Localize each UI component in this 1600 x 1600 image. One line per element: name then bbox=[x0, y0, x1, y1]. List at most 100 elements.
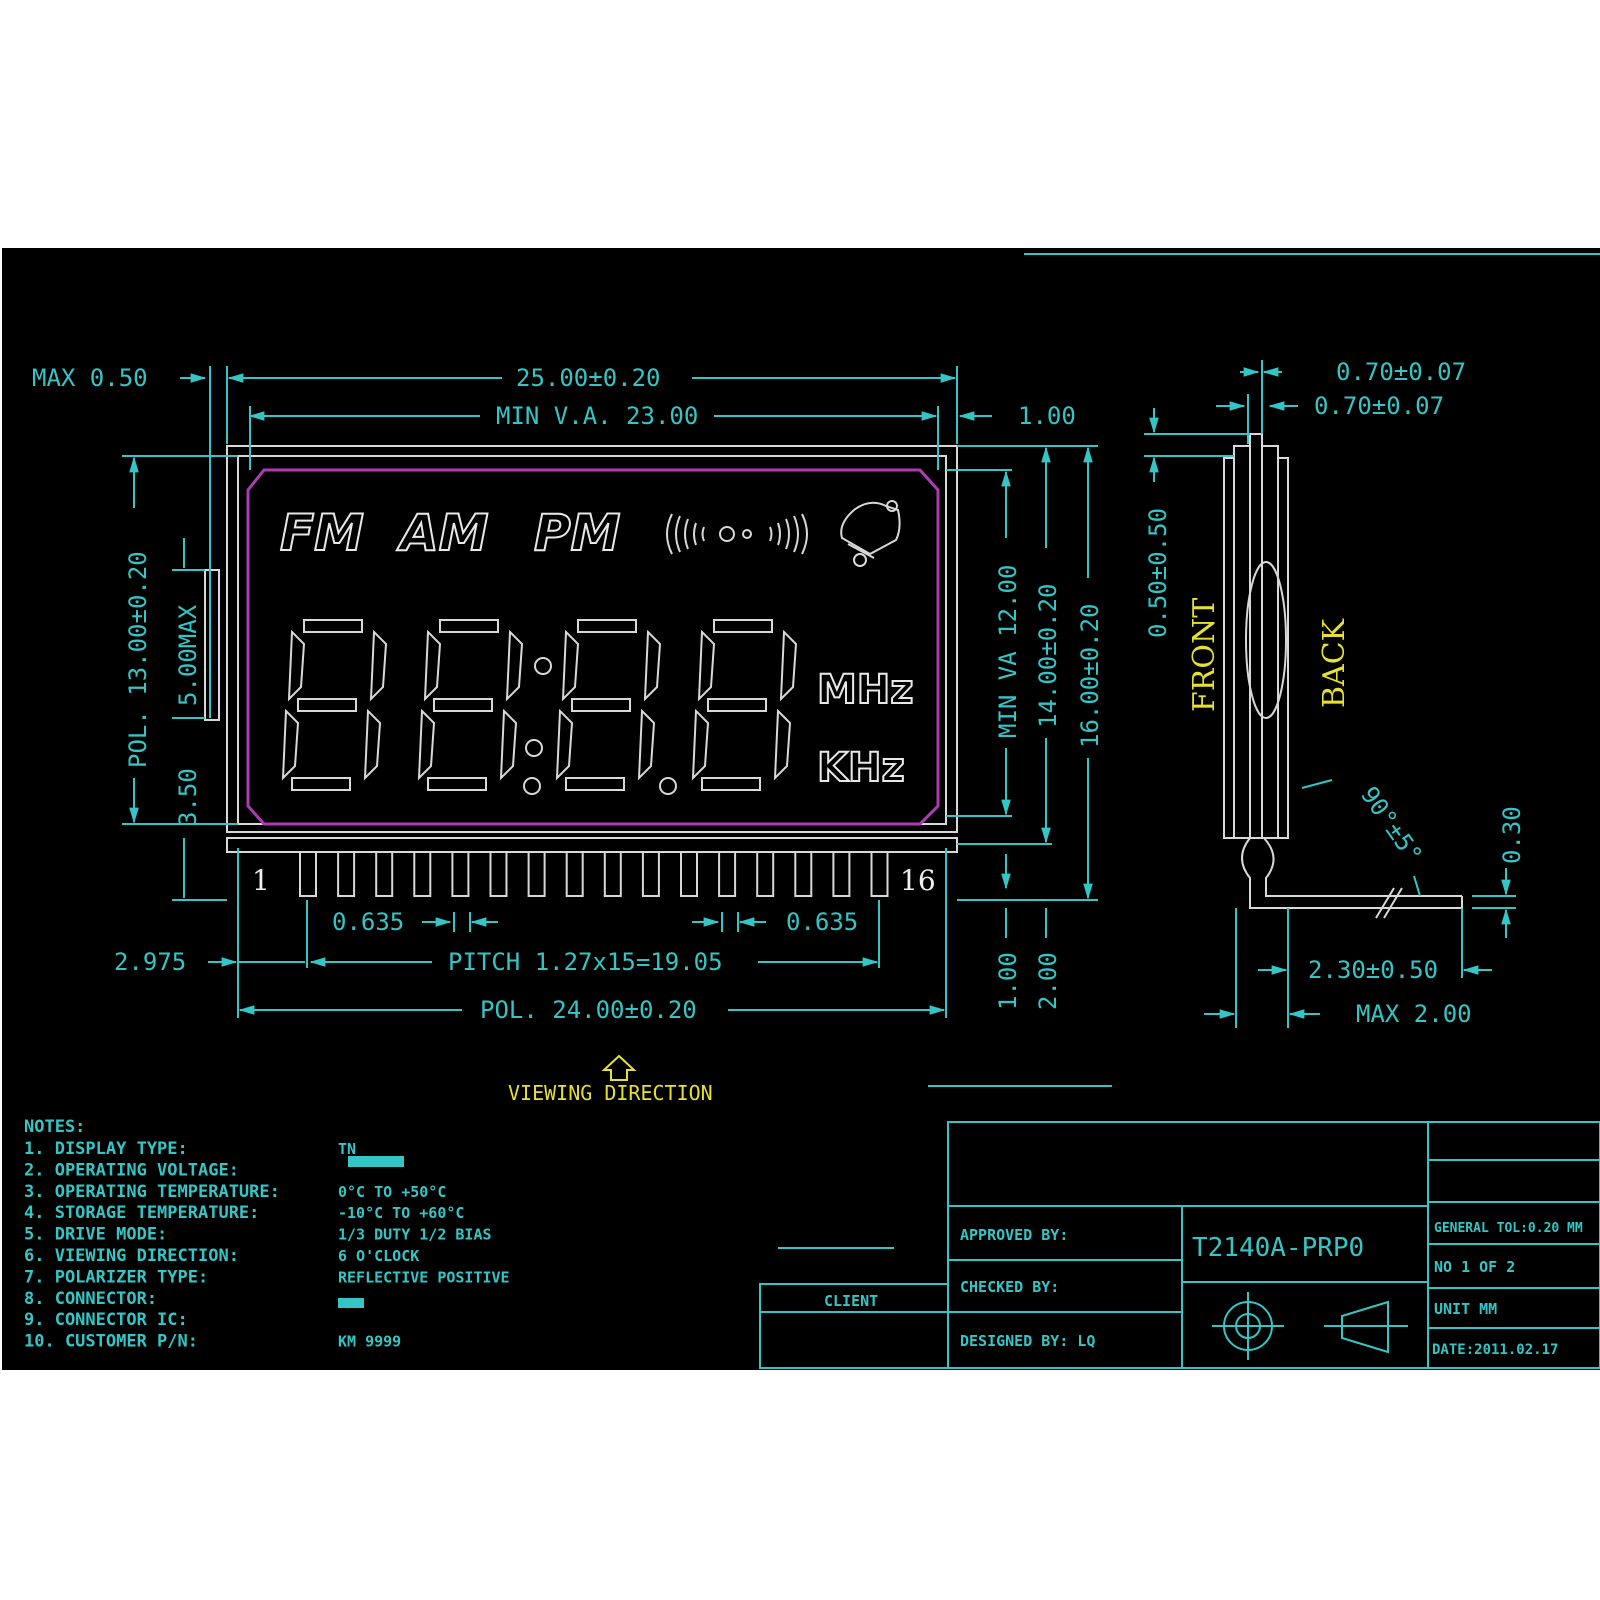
voltage-value-bar bbox=[348, 1156, 404, 1167]
pin-row bbox=[299, 851, 889, 897]
note-value: TN bbox=[338, 1140, 356, 1158]
side-seal bbox=[1245, 561, 1287, 719]
front-glass bbox=[1233, 445, 1251, 839]
dim-100: 1.00 bbox=[1018, 402, 1076, 430]
viewing-direction-label: VIEWING DIRECTION bbox=[508, 1081, 713, 1105]
glass-outline bbox=[226, 445, 958, 833]
label-front: FRONT bbox=[1187, 598, 1222, 712]
digit-4-h-segment bbox=[713, 619, 773, 633]
note-value: 6 O'CLOCK bbox=[338, 1247, 419, 1265]
dim-thickness: 0.30 bbox=[1498, 806, 1526, 864]
digit-2-v-segment bbox=[505, 629, 524, 702]
title-block: CLIENT APPROVED BY: CHECKED BY: DESIGNED… bbox=[759, 1121, 1600, 1369]
pin-label-first: 1 bbox=[252, 864, 270, 897]
digit-1-v-segment bbox=[363, 708, 382, 781]
viewing-area bbox=[246, 468, 940, 826]
pin bbox=[337, 851, 356, 897]
dim-offset-2975: 2.975 bbox=[114, 948, 186, 976]
dim-max-500: 5.00MAX bbox=[174, 604, 202, 706]
pin bbox=[680, 851, 698, 897]
digit-4-v-segment bbox=[773, 708, 792, 781]
pin bbox=[413, 851, 432, 897]
digit-2-v-segment bbox=[423, 629, 442, 702]
dim-glass-2: 0.70±0.07 bbox=[1314, 392, 1444, 420]
indicator-am: AM bbox=[396, 504, 488, 562]
digit-2-v-segment bbox=[417, 708, 436, 781]
digit-3-h-segment bbox=[577, 619, 637, 633]
dim-pol-width: POL. 24.00±0.20 bbox=[480, 996, 697, 1024]
digit-1-h-segment bbox=[303, 619, 363, 633]
note-label: 9. CONNECTOR IC: bbox=[24, 1310, 188, 1330]
pin bbox=[565, 851, 584, 897]
digit-1-v-segment bbox=[369, 629, 388, 702]
part-number: T2140A-PRP0 bbox=[1192, 1233, 1364, 1263]
pin bbox=[527, 851, 546, 897]
digit-4-v-segment bbox=[697, 629, 716, 702]
decimal-dot-1 bbox=[523, 777, 541, 795]
digit-4-h-segment bbox=[701, 777, 761, 791]
label-back: BACK bbox=[1317, 618, 1352, 708]
front-view: FM AM PM MHz KHz 1 16 bbox=[204, 445, 958, 897]
digit-2-v-segment bbox=[499, 708, 518, 781]
note-value: 0°C TO +50°C bbox=[338, 1183, 446, 1201]
pin bbox=[489, 851, 508, 897]
pin bbox=[794, 851, 813, 897]
dim-angle: 90°±5° bbox=[1355, 781, 1428, 868]
client-label: CLIENT bbox=[824, 1292, 878, 1310]
dim-bottom-100: 1.00 bbox=[994, 952, 1022, 1010]
seven-segment-digits bbox=[281, 619, 798, 791]
digit-3-v-segment bbox=[643, 629, 662, 702]
front-dimensions: MAX 0.50 25.00±0.20 MIN V.A. 23.00 1.00 … bbox=[32, 364, 1104, 1105]
note-label: 8. CONNECTOR: bbox=[24, 1289, 157, 1309]
glass-gap bbox=[1249, 433, 1263, 839]
pin bbox=[756, 851, 775, 897]
dim-glass-1: 0.70±0.07 bbox=[1336, 358, 1466, 386]
back-glass bbox=[1261, 445, 1279, 839]
digit-1-v-segment bbox=[281, 708, 300, 781]
dim-pin-width-left: 0.635 bbox=[332, 908, 404, 936]
dim-pin-length: 2.30±0.50 bbox=[1308, 956, 1438, 984]
general-tolerance: GENERAL TOL:0.20 MM bbox=[1434, 1221, 1583, 1236]
digit-1-v-segment bbox=[287, 629, 306, 702]
pin bbox=[718, 851, 737, 897]
note-value: REFLECTIVE POSITIVE bbox=[338, 1268, 510, 1286]
pin bbox=[603, 851, 622, 897]
digit-1-h-segment bbox=[297, 698, 357, 712]
digit-4-v-segment bbox=[779, 629, 798, 702]
note-label: 4. STORAGE TEMPERATURE: bbox=[24, 1203, 259, 1223]
dim-max-050: MAX 0.50 bbox=[32, 364, 148, 392]
note-label: 6. VIEWING DIRECTION: bbox=[24, 1246, 239, 1266]
connector-value-bar bbox=[338, 1298, 364, 1308]
dim-height-1600: 16.00±0.20 bbox=[1076, 604, 1104, 749]
dim-height-1400: 14.00±0.20 bbox=[1034, 584, 1062, 729]
left-tab bbox=[204, 569, 220, 721]
note-label: 1. DISPLAY TYPE: bbox=[24, 1139, 188, 1159]
approved-by-label: APPROVED BY: bbox=[960, 1226, 1068, 1244]
dim-pin-width-right: 0.635 bbox=[786, 908, 858, 936]
note-value: KM 9999 bbox=[338, 1333, 401, 1351]
note-label: 5. DRIVE MODE: bbox=[24, 1225, 167, 1245]
dim-350: 3.50 bbox=[174, 768, 202, 826]
dim-gap: 0.50±0.50 bbox=[1144, 508, 1172, 638]
pin bbox=[641, 851, 660, 897]
viewing-direction-arrow-icon bbox=[601, 1054, 637, 1081]
projection-symbol-icon bbox=[1212, 1292, 1408, 1360]
dim-min-va-width: MIN V.A. 23.00 bbox=[496, 402, 698, 430]
indicator-pm: PM bbox=[534, 504, 620, 562]
note-label: 10. CUSTOMER P/N: bbox=[24, 1332, 198, 1352]
pin bbox=[870, 851, 889, 897]
digit-3-h-segment bbox=[571, 698, 631, 712]
pin-label-last: 16 bbox=[900, 864, 936, 897]
decimal-dot-2 bbox=[659, 777, 677, 795]
digit-3-v-segment bbox=[561, 629, 580, 702]
pin bbox=[299, 851, 317, 897]
colon-dot-top bbox=[534, 657, 552, 675]
unit-khz: KHz bbox=[817, 745, 905, 791]
unit-label: UNIT MM bbox=[1434, 1300, 1497, 1318]
side-view: 0.70±0.07 0.70±0.07 0.50±0.50 FRONT BACK… bbox=[1144, 358, 1526, 1028]
dim-min-va-height: MIN VA 12.00 bbox=[994, 565, 1022, 738]
digit-4-v-segment bbox=[691, 708, 710, 781]
pin bbox=[451, 851, 470, 897]
drawing-sheet: FM AM PM MHz KHz 1 16 bbox=[2, 248, 1600, 1370]
pin-strip bbox=[226, 837, 958, 853]
